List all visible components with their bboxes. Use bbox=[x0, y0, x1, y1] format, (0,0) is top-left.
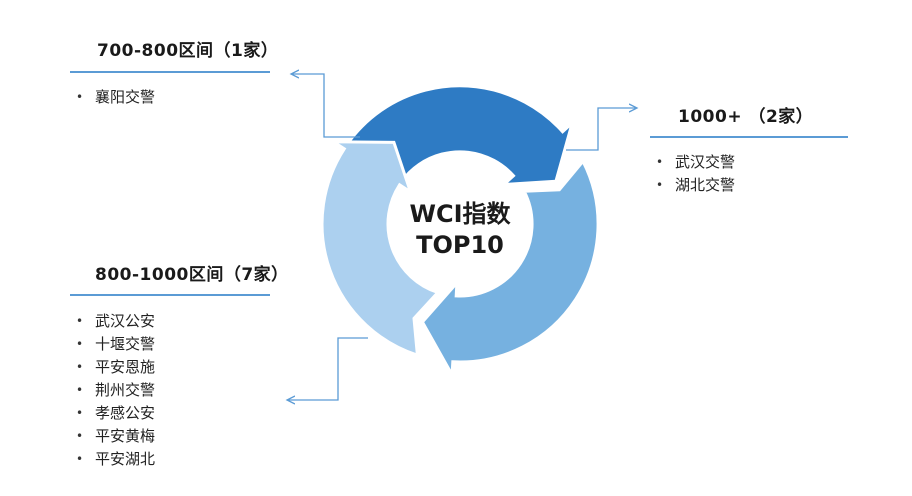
connector-lines bbox=[288, 74, 636, 400]
group-divider bbox=[70, 294, 270, 296]
list-item: 平安湖北 bbox=[70, 448, 155, 471]
list-item: 平安恩施 bbox=[70, 356, 155, 379]
list-item: 武汉交警 bbox=[650, 151, 735, 174]
list-item: 平安黄梅 bbox=[70, 425, 155, 448]
list-item: 襄阳交警 bbox=[70, 86, 155, 109]
segment-mid bbox=[420, 158, 600, 381]
group-list: 襄阳交警 bbox=[70, 86, 155, 109]
center-label-line1: WCI指数 bbox=[409, 200, 511, 228]
group-divider bbox=[70, 71, 270, 73]
list-item: 荆州交警 bbox=[70, 379, 155, 402]
list-item: 十堰交警 bbox=[70, 333, 155, 356]
group-list: 武汉交警湖北交警 bbox=[650, 151, 735, 197]
list-item: 武汉公安 bbox=[70, 310, 155, 333]
group-list: 武汉公安十堰交警平安恩施荆州交警孝感公安平安黄梅平安湖北 bbox=[70, 310, 155, 471]
group-title: 700-800区间（1家） bbox=[97, 41, 279, 61]
cycle-ring bbox=[320, 84, 600, 381]
group-title: 1000+ （2家） bbox=[678, 107, 814, 127]
connector-right bbox=[566, 108, 636, 151]
group-title: 800-1000区间（7家） bbox=[95, 265, 289, 285]
group-divider bbox=[650, 136, 848, 138]
list-item: 孝感公安 bbox=[70, 402, 155, 425]
list-item: 湖北交警 bbox=[650, 174, 735, 197]
connector-top-left bbox=[292, 74, 360, 138]
connector-bottom-left bbox=[288, 337, 368, 400]
segment-light bbox=[320, 140, 441, 358]
center-label-line2: TOP10 bbox=[416, 231, 504, 259]
